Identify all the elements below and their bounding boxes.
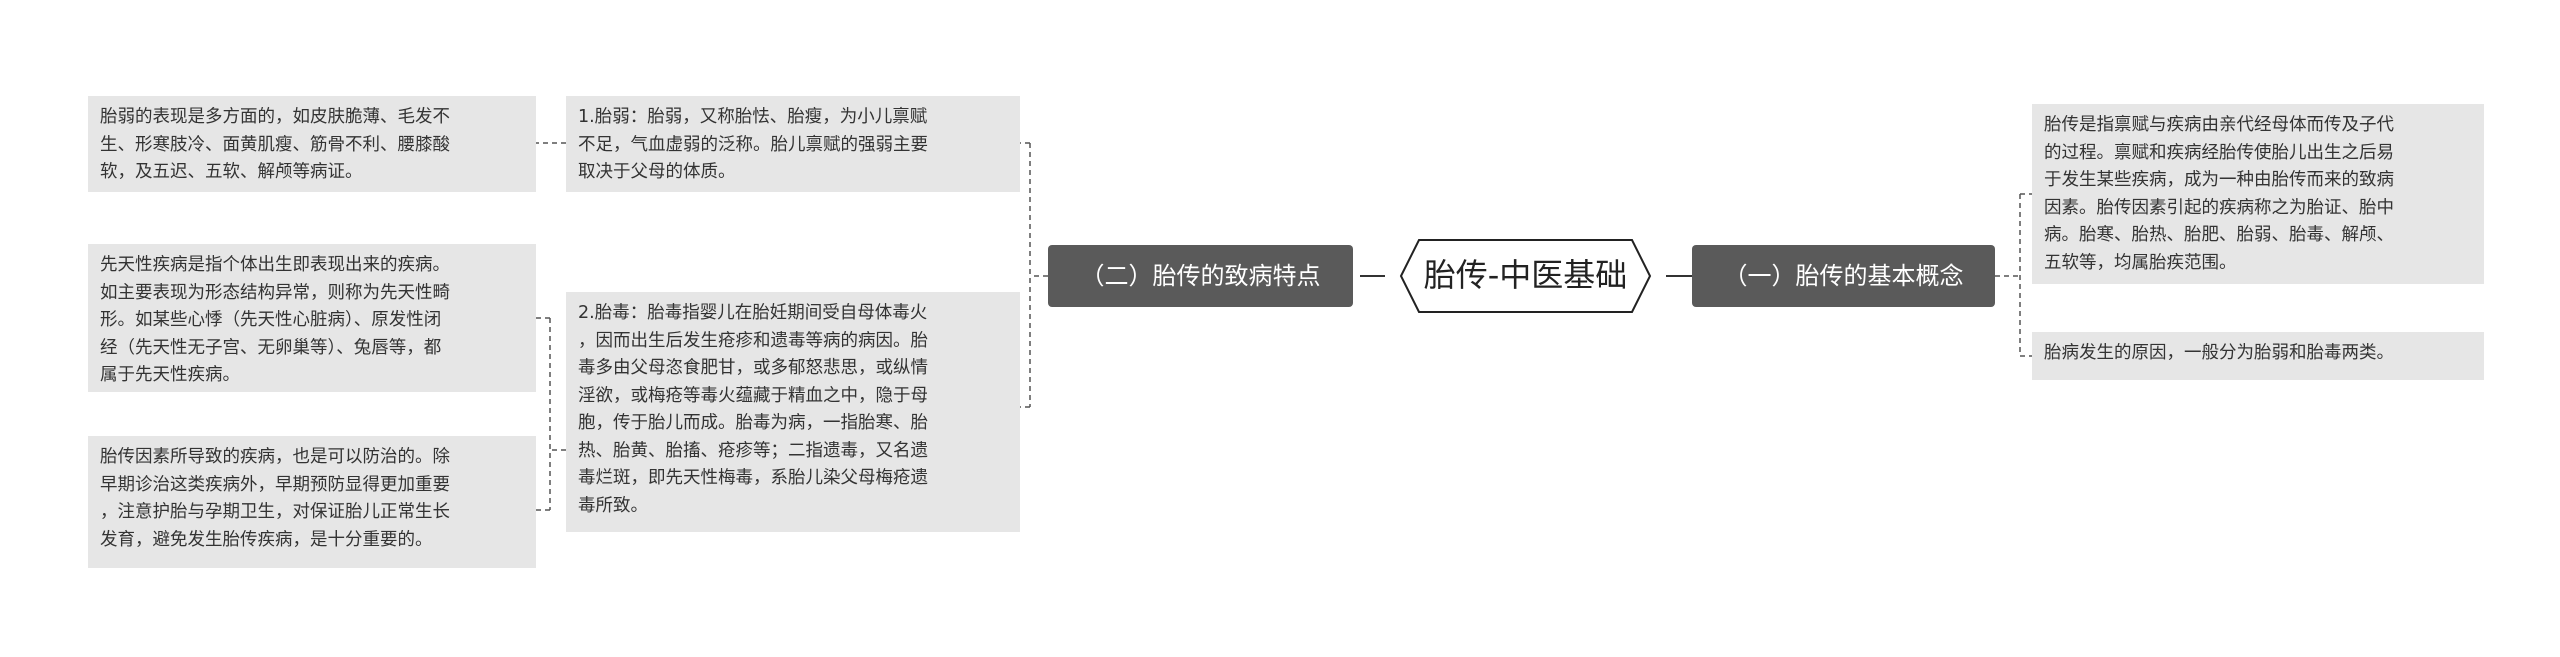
list-item-taidu[interactable]: 2.胎毒：胎毒指婴儿在胎妊期间受自母体毒火 ，因而出生后发生疮疹和遗毒等病的病因…	[566, 292, 1020, 532]
text-line: 于发生某些疾病，成为一种由胎传而来的致病	[2044, 170, 2394, 190]
text-line: 因素。胎传因素引起的疾病称之为胎证、胎中	[2044, 197, 2394, 218]
root-node[interactable]: 胎传-中医基础	[1385, 238, 1666, 314]
branch-left[interactable]: （二）胎传的致病特点	[1048, 245, 1353, 307]
text-line: 胎弱的表现是多方面的，如皮肤脆薄、毛发不	[100, 107, 450, 127]
text-line: 如主要表现为形态结构异常，则称为先天性畸	[100, 282, 450, 303]
text-line: 淫欲，或梅疮等毒火蕴藏于精血之中，隐于母	[578, 385, 928, 406]
text-line: 胎病发生的原因，一般分为胎弱和胎毒两类。	[2044, 343, 2394, 363]
text-line: 胎传是指禀赋与疾病由亲代经母体而传及子代	[2044, 115, 2394, 135]
text-line: 的过程。禀赋和疾病经胎传使胎儿出生之后易	[2044, 142, 2394, 163]
text-line: 热、胎黄、胎搐、疮疹等；二指遗毒，又名遗	[578, 440, 928, 461]
text-line: 发育，避免发生胎传疾病，是十分重要的。	[100, 529, 433, 550]
branch-left-label: （二）胎传的致病特点	[1080, 262, 1321, 290]
text-line: 取决于父母的体质。	[578, 162, 736, 182]
hexagon-shape	[1399, 239, 1652, 313]
text-line: 经（先天性无子宫、无卵巢等）、兔唇等，都	[100, 337, 442, 358]
text-line: 1.胎弱：胎弱，又称胎怯、胎瘦，为小儿禀赋	[578, 107, 928, 127]
list-item-taiyao[interactable]: 1.胎弱：胎弱，又称胎怯、胎瘦，为小儿禀赋 不足，气血虚弱的泛称。胎儿禀赋的强弱…	[566, 96, 1020, 192]
text-line: 毒多由父母恣食肥甘，或多郁怒悲思，或纵情	[578, 358, 928, 378]
text-line: 2.胎毒：胎毒指婴儿在胎妊期间受自母体毒火	[578, 303, 928, 323]
text-line: 病。胎寒、胎热、胎肥、胎弱、胎毒、解颅、	[2044, 225, 2394, 245]
detail-taiyao-symptoms[interactable]: 胎弱的表现是多方面的，如皮肤脆薄、毛发不 生、形寒肢冷、面黄肌瘦、筋骨不利、腰膝…	[88, 96, 536, 192]
text-line: 毒烂斑，即先天性梅毒，系胎儿染父母梅疮遗	[578, 468, 928, 488]
list-item-definition[interactable]: 胎传是指禀赋与疾病由亲代经母体而传及子代 的过程。禀赋和疾病经胎传使胎儿出生之后…	[2032, 104, 2484, 284]
text-line: 属于先天性疾病。	[100, 365, 240, 385]
branch-right[interactable]: （一）胎传的基本概念	[1692, 245, 1995, 307]
root-title: 胎传-中医基础	[1423, 256, 1628, 294]
text-line: 毒所致。	[578, 495, 648, 516]
text-line: 先天性疾病是指个体出生即表现出来的疾病。	[100, 255, 450, 275]
text-line: 生、形寒肢冷、面黄肌瘦、筋骨不利、腰膝酸	[100, 134, 450, 155]
text-line: 不足，气血虚弱的泛称。胎儿禀赋的强弱主要	[578, 134, 928, 155]
text-line: 早期诊治这类疾病外，早期预防显得更加重要	[100, 474, 450, 495]
text-line: 软，及五迟、五软、解颅等病证。	[100, 162, 363, 182]
detail-congenital-disease[interactable]: 先天性疾病是指个体出生即表现出来的疾病。 如主要表现为形态结构异常，则称为先天性…	[88, 244, 536, 392]
list-item-causes[interactable]: 胎病发生的原因，一般分为胎弱和胎毒两类。	[2032, 332, 2484, 380]
text-line: 五软等，均属胎疾范围。	[2044, 252, 2237, 273]
text-line: 胞，传于胎儿而成。胎毒为病，一指胎寒、胎	[578, 413, 928, 433]
text-line: ，注意护胎与孕期卫生，对保证胎儿正常生长	[100, 502, 450, 522]
text-line: 胎传因素所导致的疾病，也是可以防治的。除	[100, 447, 450, 467]
branch-right-label: （一）胎传的基本概念	[1723, 262, 1964, 290]
text-line: ，因而出生后发生疮疹和遗毒等病的病因。胎	[578, 330, 928, 351]
detail-prevention[interactable]: 胎传因素所导致的疾病，也是可以防治的。除 早期诊治这类疾病外，早期预防显得更加重…	[88, 436, 536, 568]
text-line: 形。如某些心悸（先天性心脏病）、原发性闭	[100, 310, 442, 330]
